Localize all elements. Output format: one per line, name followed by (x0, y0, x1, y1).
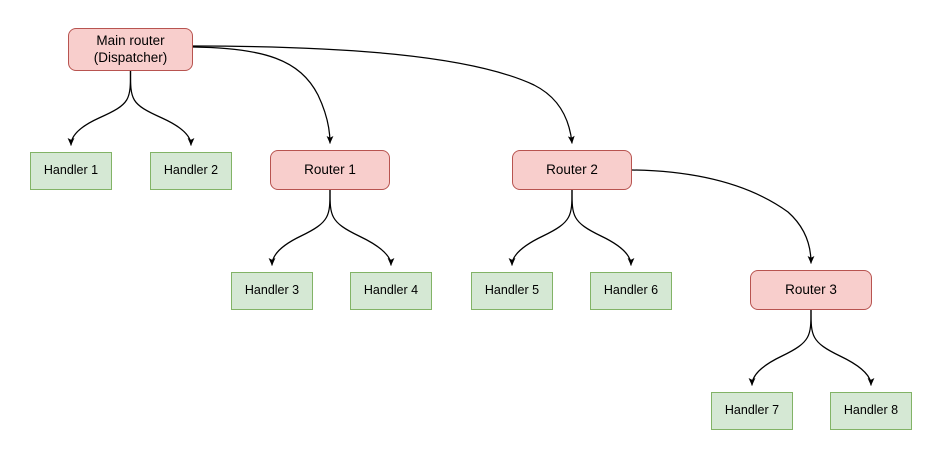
edge-router-1-to-handler-3 (268, 189, 331, 266)
node-router-3[interactable]: Router 3 (750, 270, 872, 310)
node-handler-6[interactable]: Handler 6 (590, 272, 672, 310)
node-label-handler-4: Handler 4 (363, 283, 419, 298)
node-label-router-1: Router 1 (304, 161, 356, 177)
node-label-handler-1: Handler 1 (43, 163, 99, 178)
node-label-router-2: Router 2 (546, 161, 598, 177)
edge-main-to-handler-1 (67, 70, 132, 146)
node-handler-1[interactable]: Handler 1 (30, 152, 112, 190)
edge-router-3-to-handler-7 (748, 309, 812, 386)
edge-router-2-to-handler-6 (571, 189, 635, 266)
node-handler-3[interactable]: Handler 3 (231, 272, 313, 310)
edge-main-to-handler-2 (129, 70, 195, 146)
node-router-2[interactable]: Router 2 (512, 150, 632, 190)
edge-router-3-to-handler-8 (810, 309, 875, 386)
edge-router-1-to-handler-4 (329, 189, 395, 266)
node-handler-7[interactable]: Handler 7 (711, 392, 793, 430)
node-label-main-router: Main router (Dispatcher) (93, 33, 168, 65)
node-handler-8[interactable]: Handler 8 (830, 392, 912, 430)
node-main-router[interactable]: Main router (Dispatcher) (68, 28, 193, 71)
node-handler-2[interactable]: Handler 2 (150, 152, 232, 190)
node-label-handler-3: Handler 3 (244, 283, 300, 298)
node-handler-4[interactable]: Handler 4 (350, 272, 432, 310)
node-router-1[interactable]: Router 1 (270, 150, 390, 190)
edge-router-2-to-router-3 (631, 169, 815, 264)
node-label-router-3: Router 3 (785, 281, 837, 297)
node-label-handler-7: Handler 7 (724, 403, 780, 418)
node-label-handler-2: Handler 2 (163, 163, 219, 178)
edge-router-2-to-handler-5 (508, 189, 573, 266)
node-label-handler-6: Handler 6 (603, 283, 659, 298)
node-label-handler-8: Handler 8 (843, 403, 899, 418)
edge-main-to-router-2 (192, 45, 575, 144)
node-handler-5[interactable]: Handler 5 (471, 272, 553, 310)
edge-main-to-router-1 (192, 46, 334, 144)
node-label-handler-5: Handler 5 (484, 283, 540, 298)
